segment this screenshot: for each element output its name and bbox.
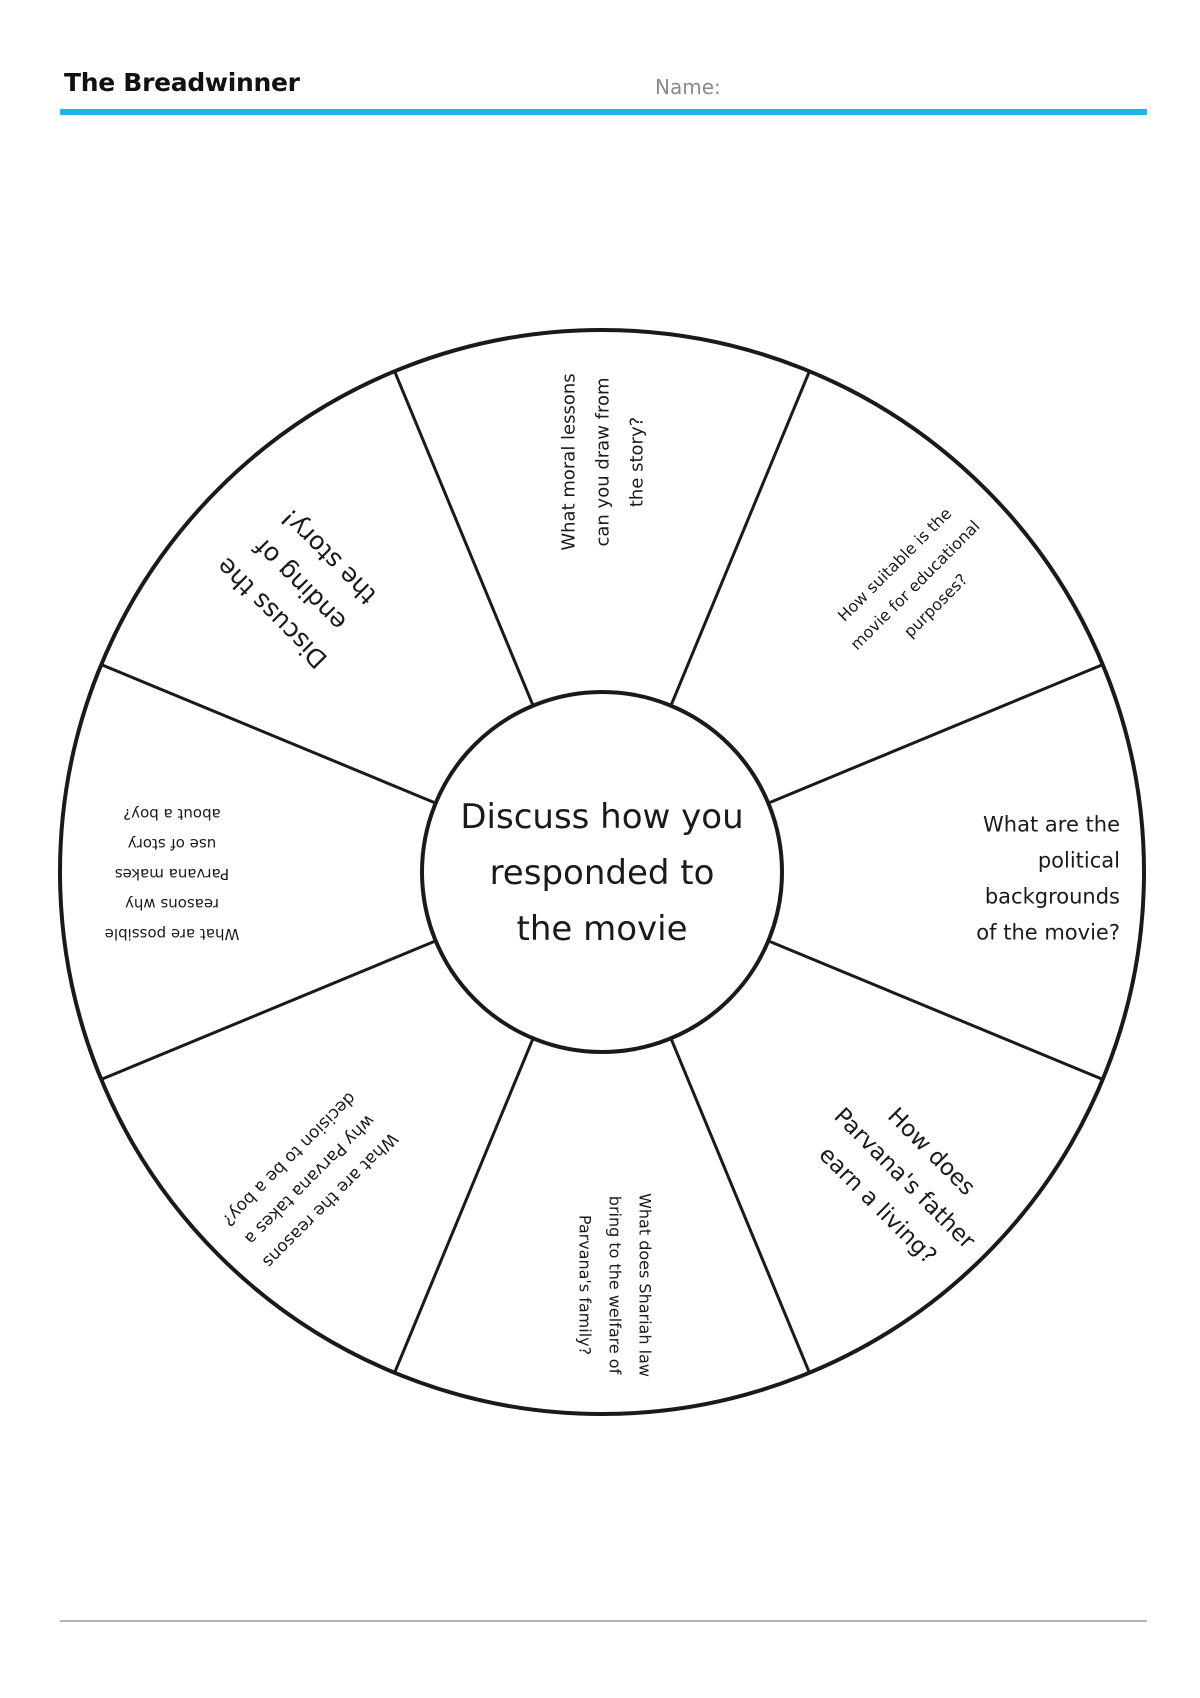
segment-question-line: What does Shariah law [635,1193,654,1377]
segment-story-boy: What are possible reasons why Parvana make… [105,805,240,943]
segment-question-line: Parvana makes [115,865,229,883]
wheel-center-circle [420,690,784,1054]
segment-question-line: about a boy? [123,805,221,823]
segment-question-line: bring to the welfare of [605,1196,624,1375]
segment-shariah-law: What does Shariah law bring to the welfar… [575,1193,654,1377]
wheel-divider-4 [669,1037,811,1374]
worksheet-title: The Breadwinner [64,68,300,97]
segment-question-line: What are the [983,812,1120,836]
segment-question-line: What moral lessons [558,373,579,550]
segment-question-line: political [1038,848,1120,872]
segment-question-line: Parvana's family? [575,1215,594,1355]
segment-political: What are the political backgrounds of the m… [976,812,1120,944]
wheel-center-text: Discuss how you responded to the movie [460,797,743,949]
wheel-divider-8 [393,370,535,707]
segment-question-line: What are possible [105,925,240,943]
center-text-line: Discuss how you [460,797,743,837]
header-rule [60,109,1147,115]
segment-question-line: use of story [128,835,217,853]
wheel-divider-7 [100,663,437,805]
segment-question-line: of the movie? [976,920,1120,944]
segment-moral-lessons: What moral lessons can you draw from the s… [558,373,647,550]
segment-question-line: the story? [626,417,647,507]
center-text-line: responded to [490,853,715,893]
segment-question-line: backgrounds [985,884,1120,908]
wheel-divider-3 [767,939,1104,1081]
segment-question-line: reasons why [125,895,219,913]
wheel-divider-1 [669,370,811,707]
wheel-outer-ring [58,328,1146,1416]
footer-rule [60,1620,1147,1622]
wheel-divider-6 [100,939,437,1081]
wheel-divider-5 [393,1037,535,1374]
name-field-label: Name: [655,75,721,99]
wheel-divider-2 [767,663,1104,805]
center-text-line: the movie [516,909,687,949]
segment-question-line: can you draw from [592,377,613,546]
